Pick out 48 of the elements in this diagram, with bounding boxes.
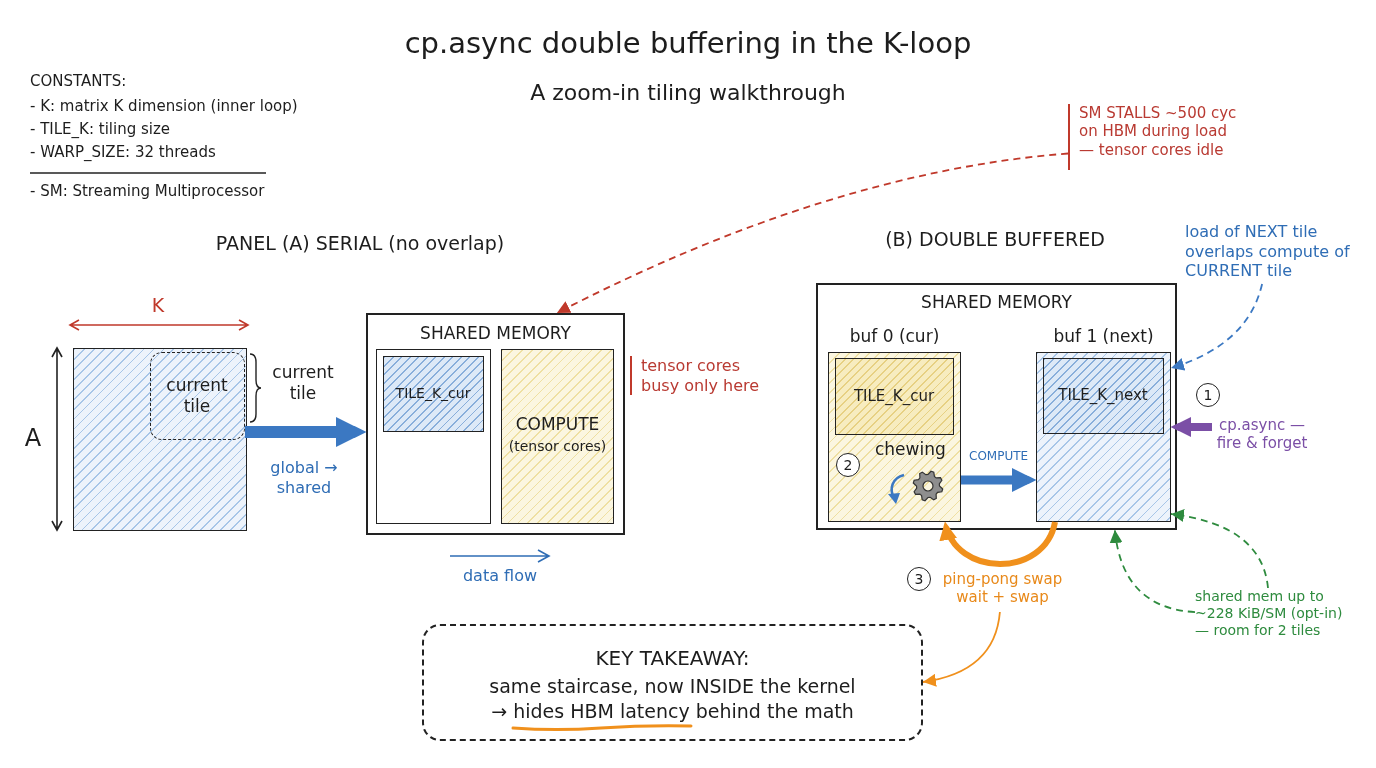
- dashed-arrow: [1170, 283, 1263, 371]
- list-item: - TILE_K: tiling size: [30, 120, 171, 139]
- block-arrow: [941, 521, 1058, 567]
- note-text: ping-pong swap wait + swap: [935, 570, 1070, 612]
- block-arrow: [961, 468, 1036, 492]
- subtitle: A zoom-in tiling walkthrough: [530, 80, 846, 107]
- block-arrow: [245, 417, 366, 447]
- panel-title: PANEL (A) SERIAL (no overlap): [215, 232, 505, 256]
- callout-number: 1: [1196, 383, 1220, 407]
- matrix-block: [73, 348, 247, 531]
- tile-box: TILE_K_cur: [382, 355, 484, 432]
- tile-caption: current tile: [271, 362, 335, 404]
- callout-number: 3: [907, 567, 931, 591]
- list-item: - WARP_SIZE: 32 threads: [30, 143, 216, 162]
- dashed-arrow: [1170, 509, 1269, 589]
- list-heading: CONSTANTS:: [30, 72, 127, 91]
- tile-box: TILE_K_cur: [834, 357, 954, 435]
- note-text: shared mem up to ~228 KiB/SM (opt-in) — room for 2 tiles: [1195, 588, 1355, 644]
- memory-panel: [816, 283, 1177, 530]
- compute-panel: [501, 349, 614, 524]
- list-item: - K: matrix K dimension (inner loop): [30, 97, 298, 116]
- note-text: cp.async — fire & forget: [1212, 416, 1312, 456]
- panel-heading: SHARED MEMORY: [921, 292, 1072, 313]
- list-item: - SM: Streaming Multiprocessor: [30, 182, 265, 201]
- takeaway-text: same staircase, now INSIDE the kernel → hides HBM latency behind the math: [488, 674, 857, 724]
- tile-box: TILE_K_next: [1042, 357, 1164, 434]
- takeaway-box: [422, 624, 923, 741]
- dimension-label: K: [151, 294, 165, 318]
- status-text: chewing: [875, 439, 946, 460]
- note-text: tensor cores busy only here: [630, 356, 770, 396]
- dashed-arrow: [1110, 529, 1196, 613]
- tile-outline: current tile: [149, 351, 245, 440]
- takeaway-heading: KEY TAKEAWAY:: [595, 646, 750, 671]
- buffer-label: buf 1 (next): [1053, 326, 1154, 347]
- arrow: [922, 611, 1001, 687]
- dashed-arrow: [556, 152, 1069, 314]
- memory-panel: [366, 313, 625, 535]
- panel-title: (B) DOUBLE BUFFERED: [885, 228, 1105, 252]
- panel-heading: SHARED MEMORY: [420, 323, 571, 344]
- dimension-label: A: [24, 424, 42, 454]
- compute-label: COMPUTE: [515, 414, 600, 435]
- compute-caption: (tensor cores): [508, 438, 607, 456]
- flow-label: data flow: [462, 566, 538, 586]
- title: cp.async double buffering in the K-loop: [404, 26, 972, 62]
- buffer-column: [376, 349, 491, 524]
- buffer-label: buf 0 (cur): [849, 326, 940, 347]
- note-text: load of NEXT tile overlaps compute of CURRENT tile: [1185, 222, 1357, 284]
- note-text: SM STALLS ~500 cyc on HBM during load — tensor cores idle: [1068, 104, 1242, 170]
